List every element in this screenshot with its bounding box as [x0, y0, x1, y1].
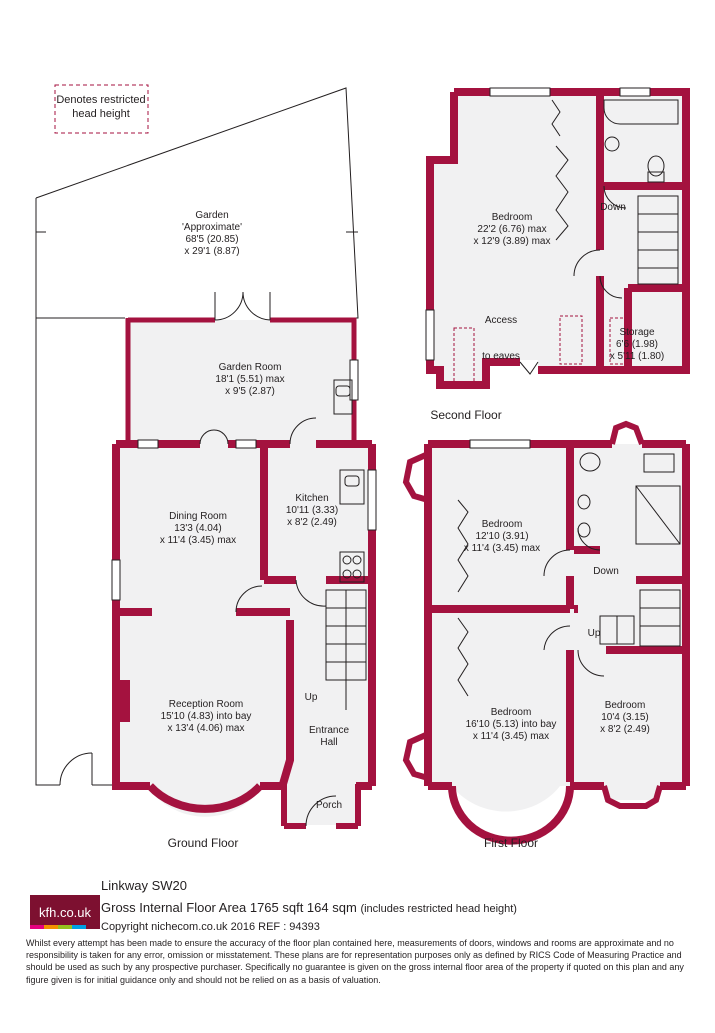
logo-stripe-1 — [30, 925, 44, 929]
bedroom-first-small-name: Bedroom — [605, 700, 646, 711]
kitchen-name: Kitchen — [295, 493, 328, 504]
garden-dim-1: 68'5 (20.85) — [185, 234, 238, 245]
disclaimer: Whilst every attempt has been made to en… — [26, 938, 684, 985]
copyright: Copyright nichecom.co.uk 2016 REF : 9439… — [101, 921, 320, 933]
bedroom-second-dim-1: 22'2 (6.76) max — [477, 224, 546, 235]
ground-floor-label: Ground Floor — [168, 836, 239, 850]
logo-text: kfh.co.uk — [38, 904, 92, 920]
up-label-ground: Up — [305, 692, 318, 703]
bedroom-first-rear-dim-1: 12'10 (3.91) — [475, 531, 528, 542]
access-eaves-1: Access — [485, 315, 517, 326]
ground-floor-labels: Garden Room 18'1 (5.51) max x 9'5 (2.87)… — [160, 362, 350, 850]
floor-area: Gross Internal Floor Area 1765 sqft 164 … — [101, 900, 517, 915]
dining-room-dim-2: x 11'4 (3.45) max — [160, 535, 236, 546]
ground-floor: Garden Room 18'1 (5.51) max x 9'5 (2.87)… — [111, 291, 377, 850]
legend-line-2: head height — [72, 108, 130, 120]
garden-room-dim-2: x 9'5 (2.87) — [225, 386, 275, 397]
entrance-hall-name-1: Entrance — [309, 725, 349, 736]
first-floor-labels: Bedroom 12'10 (3.91) x 11'4 (3.45) max D… — [464, 519, 650, 850]
dining-room-dim-1: 13'3 (4.04) — [174, 523, 222, 534]
legend-line-1: Denotes restricted — [56, 94, 145, 106]
first-floor-label: First Floor — [484, 836, 538, 850]
floor-plan-drawing: Denotes restricted head height Garden 'A… — [35, 84, 690, 850]
second-floor: Bedroom 22'2 (6.76) max x 12'9 (3.89) ma… — [425, 87, 690, 422]
bedroom-first-small-dim-2: x 8'2 (2.49) — [600, 724, 650, 735]
bedroom-second-name: Bedroom — [492, 212, 533, 223]
logo-stripe-2 — [44, 925, 58, 929]
kitchen-dim-1: 10'11 (3.33) — [286, 505, 338, 516]
bedroom-first-small-dim-1: 10'4 (3.15) — [601, 712, 649, 723]
property-title: Linkway SW20 — [101, 878, 187, 893]
down-label-second: Down — [600, 202, 626, 213]
reception-room-dim-2: x 13'4 (4.06) max — [168, 723, 245, 734]
garden-note: 'Approximate' — [182, 222, 242, 233]
garden-label: Garden 'Approximate' 68'5 (20.85) x 29'1… — [182, 210, 242, 257]
reception-room-dim-1: 15'10 (4.83) into bay — [161, 711, 252, 722]
garden-room-name: Garden Room — [219, 362, 282, 373]
kitchen-dim-2: x 8'2 (2.49) — [287, 517, 337, 528]
dining-room-name: Dining Room — [169, 511, 227, 522]
kfh-logo: kfh.co.uk — [30, 895, 100, 929]
logo-stripe-4 — [72, 925, 86, 929]
floor-area-value: Gross Internal Floor Area 1765 sqft 164 … — [101, 900, 357, 915]
access-eaves-2: to eaves — [482, 351, 520, 362]
floor-area-note: (includes restricted head height) — [360, 903, 517, 915]
logo-stripe-5 — [86, 925, 100, 929]
bedroom-first-rear-name: Bedroom — [482, 519, 523, 530]
bedroom-first-front-dim-2: x 11'4 (3.45) max — [473, 731, 549, 742]
reception-room-name: Reception Room — [169, 699, 243, 710]
restricted-height-legend: Denotes restricted head height — [54, 84, 149, 134]
bedroom-first-rear-dim-2: x 11'4 (3.45) max — [464, 543, 540, 554]
porch-name: Porch — [316, 800, 342, 811]
first-floor: Bedroom 12'10 (3.91) x 11'4 (3.45) max D… — [402, 420, 690, 850]
storage-name: Storage — [619, 327, 654, 338]
bedroom-first-front-dim-1: 16'10 (5.13) into bay — [466, 719, 557, 730]
storage-dim-2: x 5'11 (1.80) — [610, 351, 665, 362]
second-floor-label: Second Floor — [430, 408, 501, 422]
garden-room-dim-1: 18'1 (5.51) max — [215, 374, 284, 385]
storage-dim-1: 6'6 (1.98) — [616, 339, 658, 350]
down-label-first: Down — [593, 566, 619, 577]
up-label-first: Up — [588, 628, 601, 639]
entrance-hall-name-2: Hall — [320, 737, 337, 748]
garden-name: Garden — [195, 210, 228, 221]
garden-dim-2: x 29'1 (8.87) — [184, 246, 239, 257]
second-floor-labels: Bedroom 22'2 (6.76) max x 12'9 (3.89) ma… — [430, 202, 664, 422]
bedroom-second-dim-2: x 12'9 (3.89) max — [474, 236, 551, 247]
bedroom-first-front-name: Bedroom — [491, 707, 532, 718]
logo-stripes — [30, 925, 100, 929]
logo-stripe-3 — [58, 925, 72, 929]
